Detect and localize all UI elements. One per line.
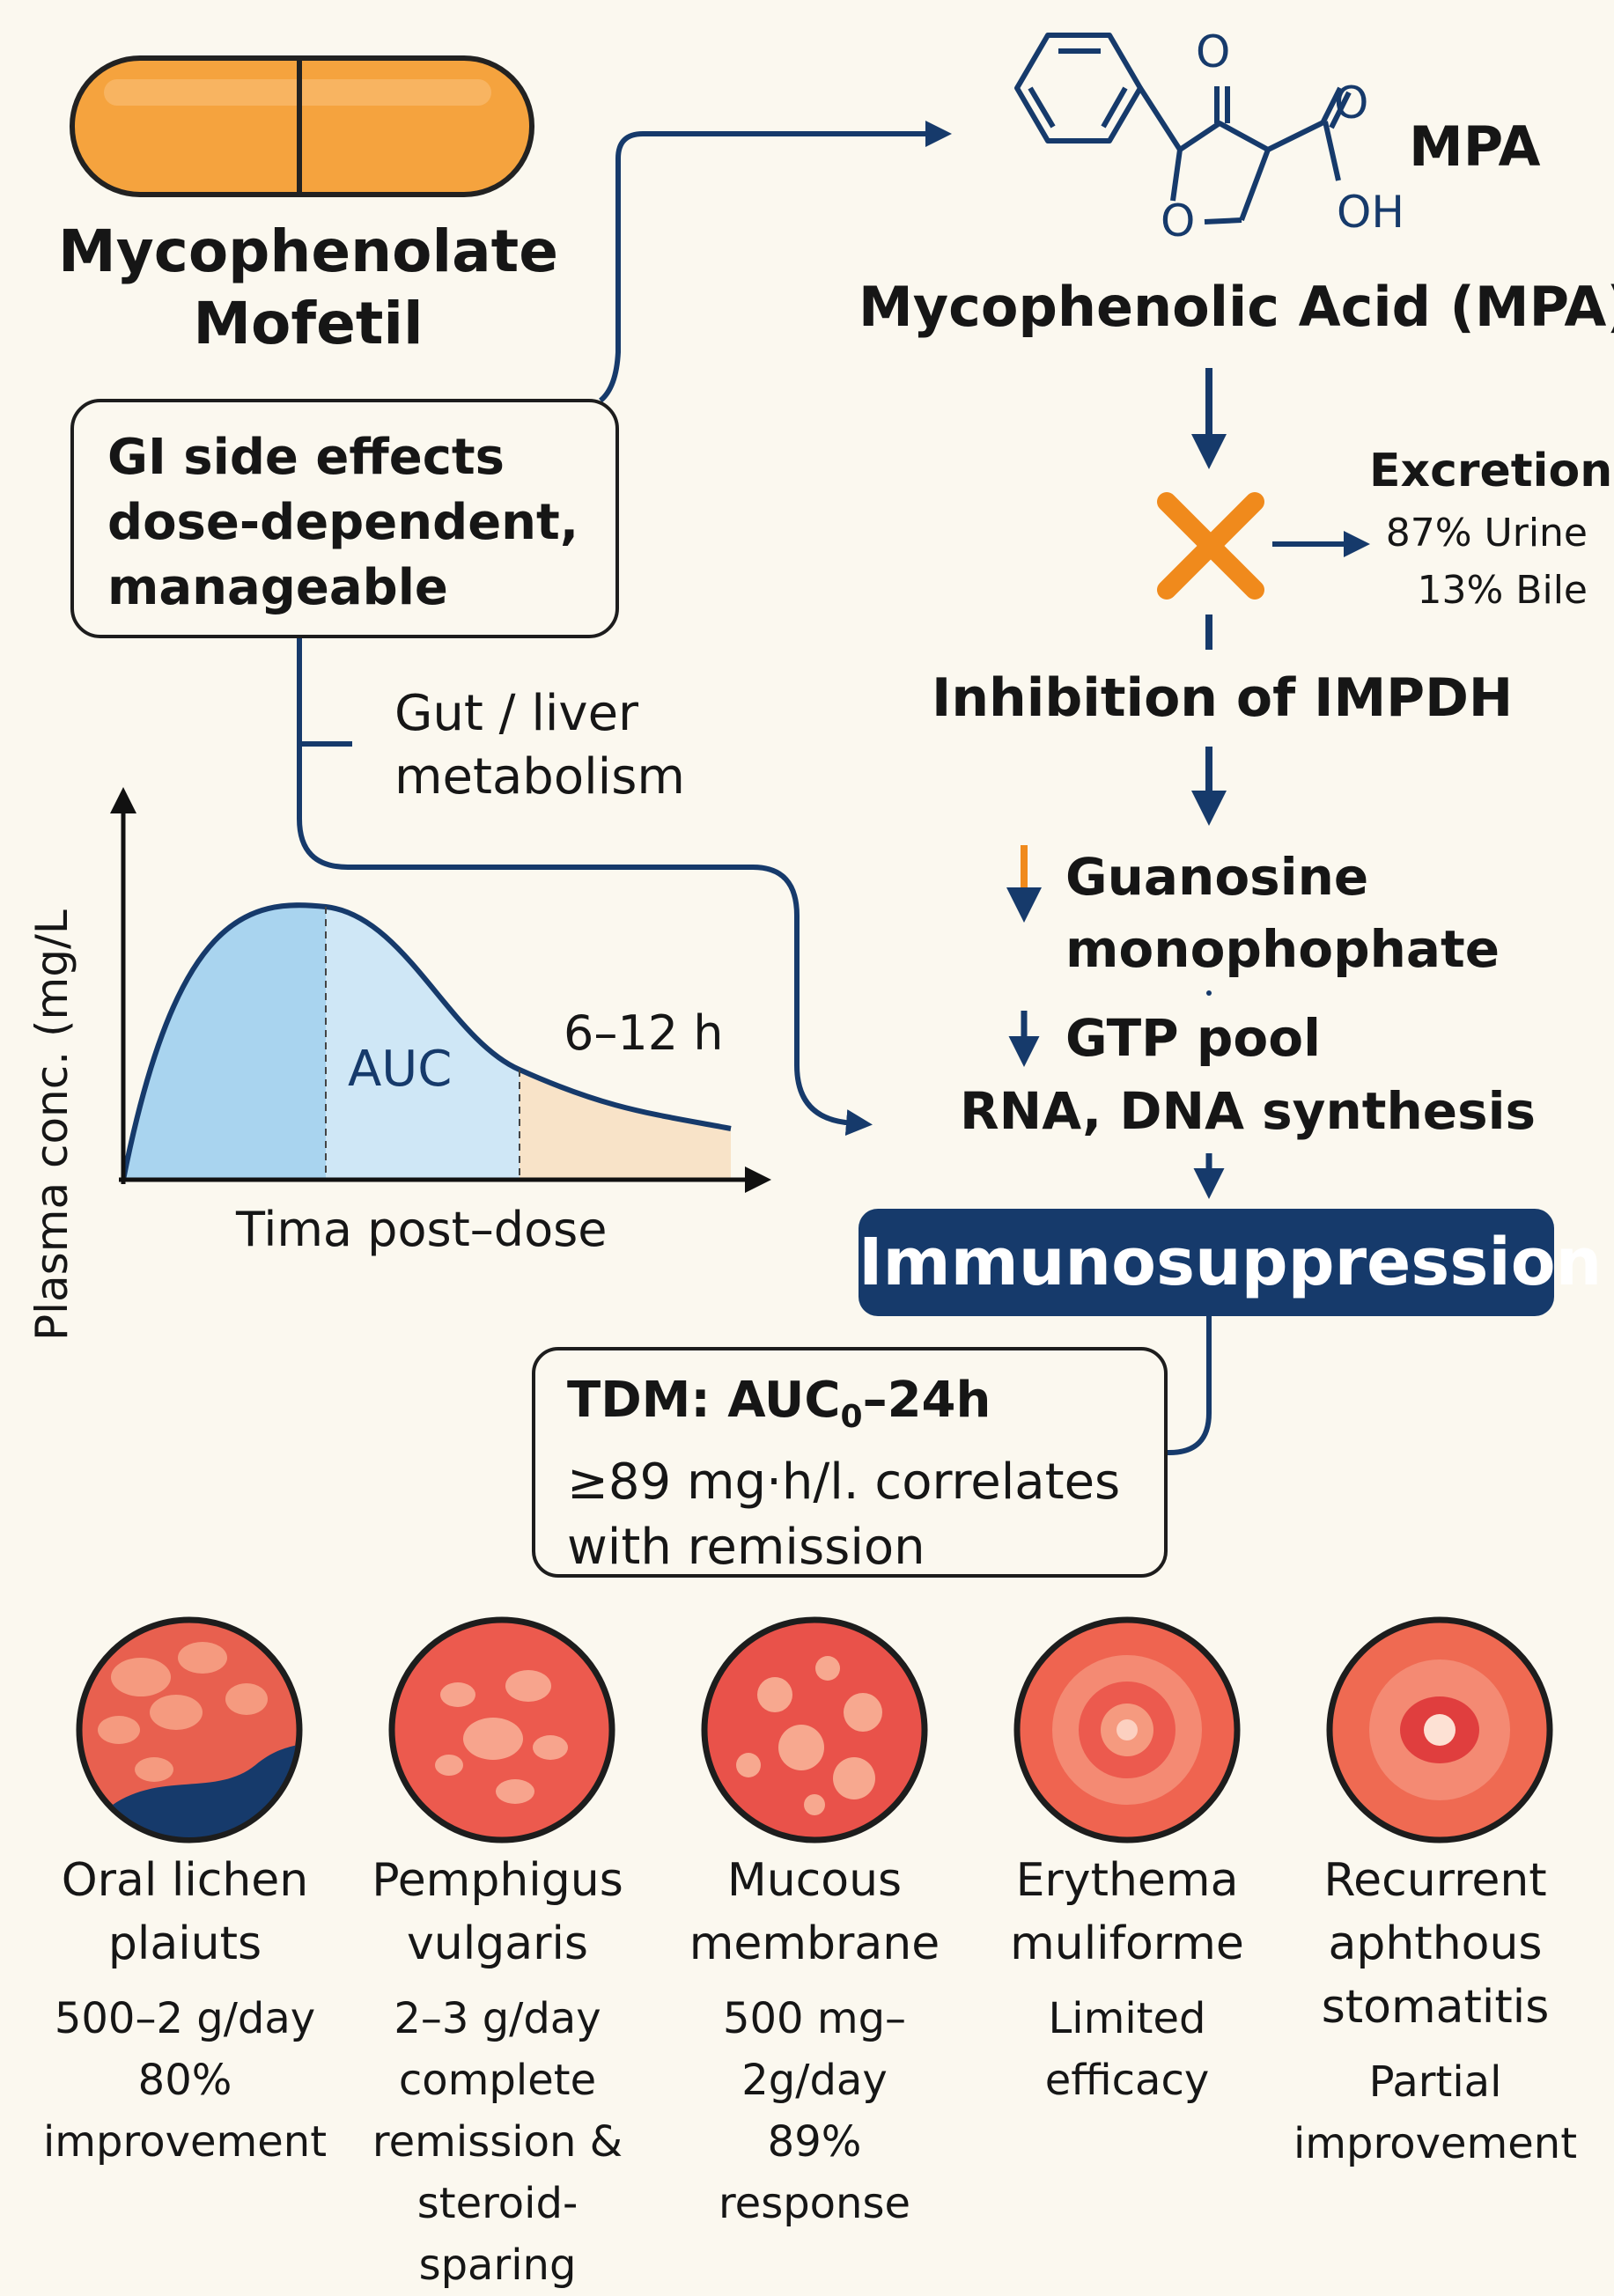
condition-result: response bbox=[718, 2179, 910, 2228]
condition-result: improvement bbox=[1293, 2119, 1578, 2168]
condition-name: aphthous bbox=[1328, 1917, 1543, 1970]
condition-name: Oral lichen bbox=[61, 1854, 309, 1907]
erythema-lesion-icon bbox=[1013, 1616, 1241, 1843]
tdm-interval: –24h bbox=[862, 1372, 991, 1429]
inhibition-x-icon bbox=[1157, 492, 1264, 600]
pk-ylabel: Plasma conc. (mg/L bbox=[26, 909, 77, 1341]
condition-dose: 2–3 g/day bbox=[394, 1994, 601, 2043]
condition-aphthous: Recurrent aphthous stomatitis Partial impro… bbox=[1286, 1849, 1585, 2175]
inhibition-label: Inhibition of IMPDH bbox=[932, 667, 1514, 729]
condition-name: plaiuts bbox=[107, 1917, 262, 1970]
lesion-row bbox=[76, 1616, 1553, 1843]
condition-result: 80% bbox=[137, 2056, 232, 2105]
side-effects-line3: manageable bbox=[107, 559, 448, 616]
mpa-structure-diagram bbox=[1014, 33, 1352, 224]
gtp-label: GTP pool bbox=[1065, 1008, 1321, 1068]
condition-result: 89% bbox=[767, 2117, 862, 2167]
condition-result: complete bbox=[398, 2056, 597, 2105]
condition-name: Mucous bbox=[726, 1854, 903, 1907]
arrow-to-mpa bbox=[598, 121, 952, 403]
side-effects-box: GI side effects dose-dependent, manageab… bbox=[70, 399, 619, 638]
guanosine-line1: Guanosine bbox=[1065, 847, 1369, 907]
excretion-bile: 13% Bile bbox=[1417, 568, 1588, 613]
condition-oral-lichen: Oral lichen plaiuts 500–2 g/day 80% improve… bbox=[35, 1849, 335, 2173]
pemphigus-lesion-icon bbox=[388, 1616, 615, 1843]
condition-dose: 500–2 g/day bbox=[54, 1994, 316, 2043]
condition-result: Limited bbox=[1048, 1994, 1206, 2043]
guanosine-line2: monophophate bbox=[1065, 919, 1500, 979]
condition-result: efficacy bbox=[1044, 2056, 1210, 2105]
keto-oxygen-label: O bbox=[1196, 26, 1231, 77]
condition-name: Pemphigus bbox=[372, 1854, 623, 1907]
auc-label: AUC bbox=[348, 1041, 453, 1098]
side-effects-line2: dose-dependent, bbox=[107, 494, 579, 551]
acid-oxygen-label: O bbox=[1334, 77, 1369, 129]
tdm-line2: ≥89 mg·h/l. correlates bbox=[567, 1453, 1121, 1512]
mucous-membrane-lesion-icon bbox=[701, 1616, 928, 1843]
tail-area bbox=[520, 1070, 731, 1180]
guanosine-label: Guanosine monophophate bbox=[1065, 841, 1500, 985]
mpa-abbrev: MPA bbox=[1409, 114, 1541, 179]
side-effects-line1: GI side effects bbox=[107, 429, 505, 486]
tdm-line3: with remission bbox=[567, 1519, 925, 1577]
synthesis-label: RNA, DNA synthesis bbox=[960, 1081, 1537, 1141]
aphthous-lesion-icon bbox=[1326, 1616, 1553, 1843]
tdm-line1: TDM: AUC0–24h bbox=[567, 1368, 1120, 1450]
hydroxyl-label: OH bbox=[1337, 187, 1404, 238]
mpa-full-name: Mycophenolic Acid (MPA) bbox=[859, 275, 1614, 339]
tdm-box: TDM: AUC0–24h ≥89 mg·h/l. correlates wit… bbox=[532, 1347, 1168, 1578]
condition-result: remission & bbox=[372, 2117, 623, 2167]
condition-name: membrane bbox=[689, 1917, 940, 1970]
drug-name-line2: Mofetil bbox=[193, 290, 424, 357]
concentration-curve bbox=[121, 902, 732, 1181]
excretion-urine: 87% Urine bbox=[1385, 511, 1588, 556]
arrow-metabolism bbox=[297, 638, 873, 1137]
metabolism-line1: Gut / liver bbox=[394, 685, 639, 742]
condition-name: Erythema bbox=[1015, 1854, 1239, 1907]
condition-result: improvement bbox=[42, 2117, 328, 2167]
condition-name: vulgaris bbox=[407, 1917, 588, 1970]
immunosuppression-badge: Immunosuppression bbox=[859, 1209, 1602, 1316]
condition-pemphigus: Pemphigus vulgaris 2–3 g/day complete remis… bbox=[348, 1849, 647, 2296]
condition-name: muliforme bbox=[1010, 1917, 1244, 1970]
auc-area-light bbox=[326, 907, 520, 1180]
oral-lichen-lesion-icon bbox=[76, 1616, 303, 1843]
condition-name: stomatitis bbox=[1321, 1981, 1550, 2034]
condition-mucous-membrane: Mucous membrane 500 mg–2g/day 89% response bbox=[665, 1849, 964, 2234]
drug-name-line1: Mycophenolate bbox=[58, 217, 558, 285]
tdm-subscript: 0 bbox=[840, 1399, 863, 1436]
interval-label: 6–12 h bbox=[564, 1005, 724, 1061]
condition-result: Partial bbox=[1368, 2057, 1502, 2107]
connector-tdm bbox=[1164, 1316, 1212, 1455]
drug-name: Mycophenolate Mofetil bbox=[35, 216, 581, 360]
tdm-auc: TDM: AUC bbox=[567, 1372, 841, 1429]
ring-oxygen-label: O bbox=[1161, 195, 1196, 247]
metabolism-line2: metabolism bbox=[394, 748, 685, 806]
condition-name: Recurrent bbox=[1323, 1854, 1547, 1907]
excretion-title: Excretion bbox=[1369, 445, 1613, 497]
condition-dose: 500 mg–2g/day bbox=[722, 1994, 907, 2105]
pk-xlabel: Tima post–dose bbox=[236, 1202, 608, 1257]
pk-curve-chart bbox=[110, 787, 771, 1193]
condition-erythema: Erythema muliforme Limited efficacy bbox=[977, 1849, 1277, 2111]
capsule-icon bbox=[70, 55, 534, 197]
metabolism-label: Gut / liver metabolism bbox=[394, 682, 685, 809]
condition-result: steroid-sparing bbox=[416, 2179, 579, 2290]
